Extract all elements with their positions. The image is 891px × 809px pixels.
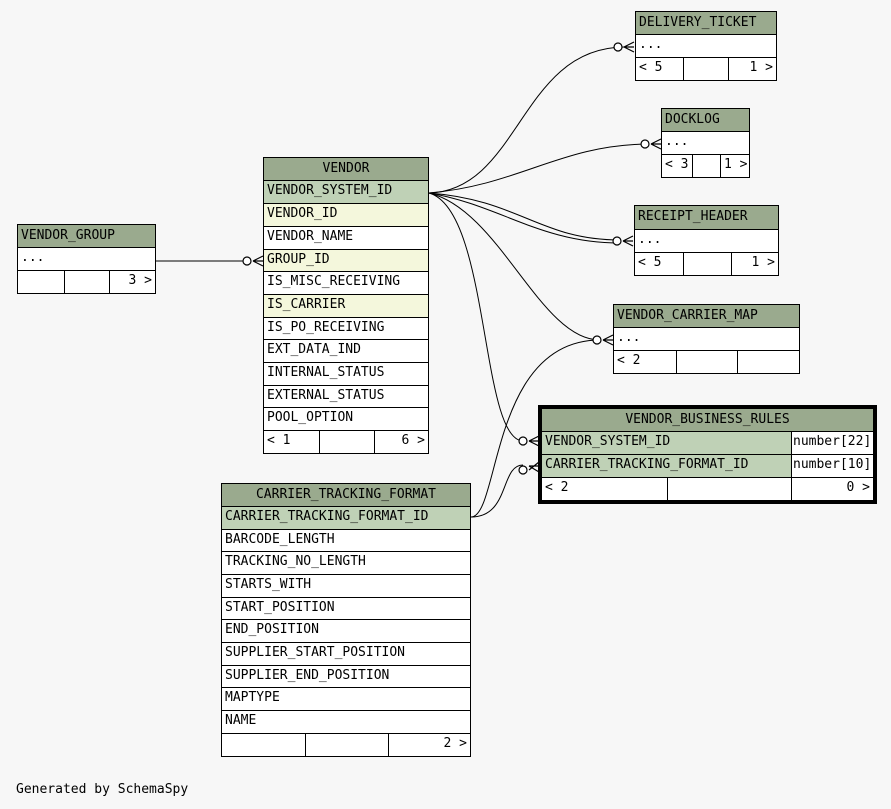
column-row[interactable]: VENDOR_NAME — [263, 226, 429, 250]
parent-count[interactable]: < 5 — [634, 252, 684, 276]
column-row[interactable]: INTERNAL_STATUS — [263, 362, 429, 386]
parent-count[interactable]: < 1 — [263, 430, 320, 454]
child-count[interactable]: 0 > — [791, 477, 874, 501]
column-row[interactable]: SUPPLIER_START_POSITION — [221, 642, 471, 666]
parent-count[interactable]: < 2 — [541, 477, 668, 501]
table-row: ... — [17, 247, 156, 271]
parent-count[interactable]: < 2 — [613, 350, 677, 374]
table-header[interactable]: DELIVERY_TICKET — [635, 11, 777, 35]
footer-spacer — [64, 270, 110, 294]
crows-foot — [602, 334, 614, 346]
column-row[interactable]: VENDOR_ID — [263, 203, 429, 227]
parent-count[interactable] — [17, 270, 65, 294]
table-carrier-tracking-format[interactable]: CARRIER_TRACKING_FORMAT CARRIER_TRACKING… — [221, 483, 471, 757]
footer-spacer — [683, 57, 729, 81]
column-row[interactable]: VENDOR_SYSTEM_ID — [263, 180, 429, 204]
table-row: ... — [661, 131, 750, 155]
footer-spacer — [667, 477, 792, 501]
cardinality-circle — [242, 256, 252, 266]
column-row[interactable]: CARRIER_TRACKING_FORMAT_ID — [221, 506, 471, 530]
table-delivery-ticket[interactable]: DELIVERY_TICKET ... < 5 1 > — [635, 11, 777, 81]
column-row[interactable]: GROUP_ID — [263, 249, 429, 273]
column-row[interactable]: IS_CARRIER — [263, 294, 429, 318]
column-row[interactable]: EXT_DATA_IND — [263, 339, 429, 363]
footer-spacer — [692, 154, 721, 178]
parent-count[interactable]: < 3 — [661, 154, 693, 178]
footer-spacer — [683, 252, 732, 276]
relationship-vendor-receipt-header-2 — [428, 192, 621, 244]
table-docklog[interactable]: DOCKLOG ... < 3 1 > — [661, 108, 750, 178]
table-header[interactable]: DOCKLOG — [661, 108, 750, 132]
child-count[interactable]: 2 > — [388, 733, 471, 757]
footer-spacer — [319, 430, 375, 454]
column-row[interactable]: CARRIER_TRACKING_FORMAT_ID — [541, 454, 792, 478]
column-row[interactable]: END_POSITION — [221, 619, 471, 643]
relationship-vendor-carrier-map-1 — [428, 192, 601, 341]
column-row[interactable]: TRACKING_NO_LENGTH — [221, 551, 471, 575]
cardinality-circle — [592, 335, 602, 345]
child-count[interactable]: 1 > — [720, 154, 750, 178]
table-vendor-business-rules[interactable]: VENDOR_BUSINESS_RULES VENDOR_SYSTEM_ID n… — [538, 405, 877, 504]
cardinality-circle — [518, 465, 528, 475]
parent-count[interactable] — [221, 733, 306, 757]
footer-spacer — [676, 350, 738, 374]
table-row: ... — [613, 327, 800, 351]
column-type: number[10] — [791, 454, 874, 478]
cardinality-circle — [612, 236, 622, 246]
relationship-vendor-receipt-header-1 — [428, 192, 621, 241]
column-row[interactable]: STARTS_WITH — [221, 574, 471, 598]
relationship-vendor-business-rules — [428, 192, 524, 442]
relationship-vendor-docklog — [428, 143, 649, 194]
table-row: ... — [635, 34, 777, 58]
relationship-ctf-business-rules — [470, 464, 524, 518]
crows-foot — [252, 255, 264, 267]
generated-by-text: Generated by SchemaSpy — [16, 782, 189, 797]
crows-foot — [650, 138, 662, 150]
table-header[interactable]: CARRIER_TRACKING_FORMAT — [221, 483, 471, 507]
child-count[interactable]: 1 > — [731, 252, 779, 276]
column-row[interactable]: IS_MISC_RECEIVING — [263, 271, 429, 295]
column-row[interactable]: POOL_OPTION — [263, 407, 429, 431]
table-header[interactable]: VENDOR_CARRIER_MAP — [613, 304, 800, 328]
cardinality-circle — [613, 42, 623, 52]
column-row[interactable]: BARCODE_LENGTH — [221, 529, 471, 553]
table-row: ... — [634, 229, 779, 253]
column-type: number[22] — [791, 431, 874, 455]
column-row[interactable]: MAPTYPE — [221, 687, 471, 711]
child-count[interactable] — [737, 350, 800, 374]
cardinality-circle — [518, 436, 528, 446]
child-count[interactable]: 3 > — [109, 270, 156, 294]
table-header[interactable]: RECEIPT_HEADER — [634, 205, 779, 230]
parent-count[interactable]: < 5 — [635, 57, 684, 81]
column-row[interactable]: IS_PO_RECEIVING — [263, 317, 429, 341]
column-row[interactable]: VENDOR_SYSTEM_ID — [541, 431, 792, 455]
crows-foot — [623, 41, 635, 53]
table-header[interactable]: VENDOR — [263, 157, 429, 181]
cardinality-circle — [640, 139, 650, 149]
column-row[interactable]: SUPPLIER_END_POSITION — [221, 665, 471, 689]
column-row[interactable]: NAME — [221, 710, 471, 734]
relationship-vendor-delivery-ticket — [428, 46, 625, 194]
child-count[interactable]: 1 > — [728, 57, 777, 81]
child-count[interactable]: 6 > — [374, 430, 429, 454]
table-vendor[interactable]: VENDOR VENDOR_SYSTEM_ID VENDOR_ID VENDOR… — [263, 157, 429, 454]
table-header[interactable]: VENDOR_BUSINESS_RULES — [541, 408, 874, 432]
table-receipt-header[interactable]: RECEIPT_HEADER ... < 5 1 > — [634, 205, 779, 276]
column-row[interactable]: EXTERNAL_STATUS — [263, 385, 429, 409]
footer-spacer — [305, 733, 389, 757]
table-header[interactable]: VENDOR_GROUP — [17, 224, 156, 248]
table-vendor-carrier-map[interactable]: VENDOR_CARRIER_MAP ... < 2 — [613, 304, 800, 374]
table-vendor-group[interactable]: VENDOR_GROUP ... 3 > — [17, 224, 156, 294]
crows-foot — [622, 235, 634, 247]
column-row[interactable]: START_POSITION — [221, 597, 471, 621]
